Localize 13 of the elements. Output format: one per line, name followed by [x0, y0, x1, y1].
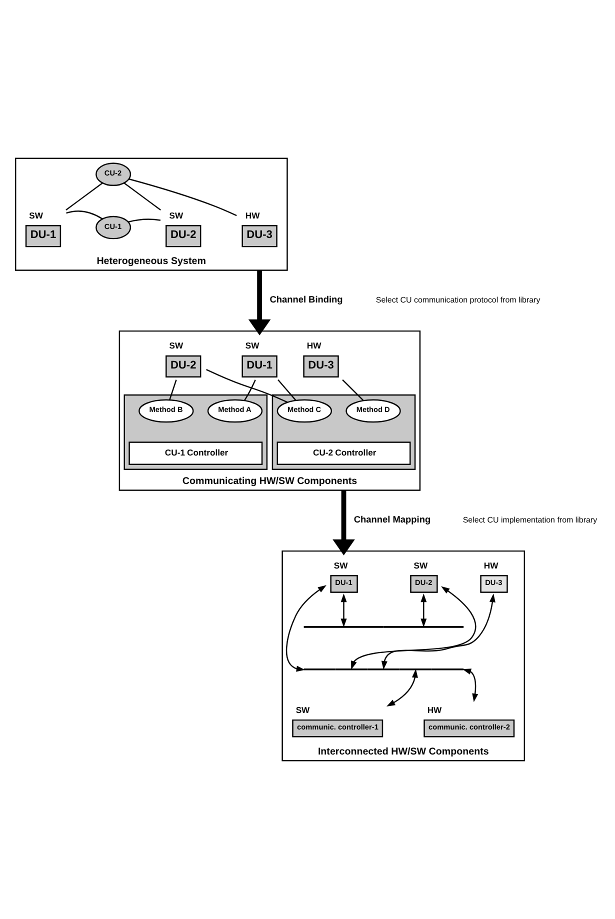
node-label: SW [169, 340, 184, 351]
node-label: HW [245, 210, 260, 220]
node-label: SW [414, 560, 428, 570]
node-label: HW [427, 704, 442, 715]
node-label: SW [169, 210, 184, 220]
node-label: HW [484, 560, 498, 570]
edge-label: Channel Binding [270, 294, 343, 304]
edge-label: Channel Mapping [354, 514, 431, 524]
node-label: SW [245, 340, 260, 351]
node-label: SW [29, 210, 43, 220]
node-label: SW [334, 560, 348, 570]
node-label: HW [306, 340, 322, 351]
node-label: SW [296, 704, 310, 715]
